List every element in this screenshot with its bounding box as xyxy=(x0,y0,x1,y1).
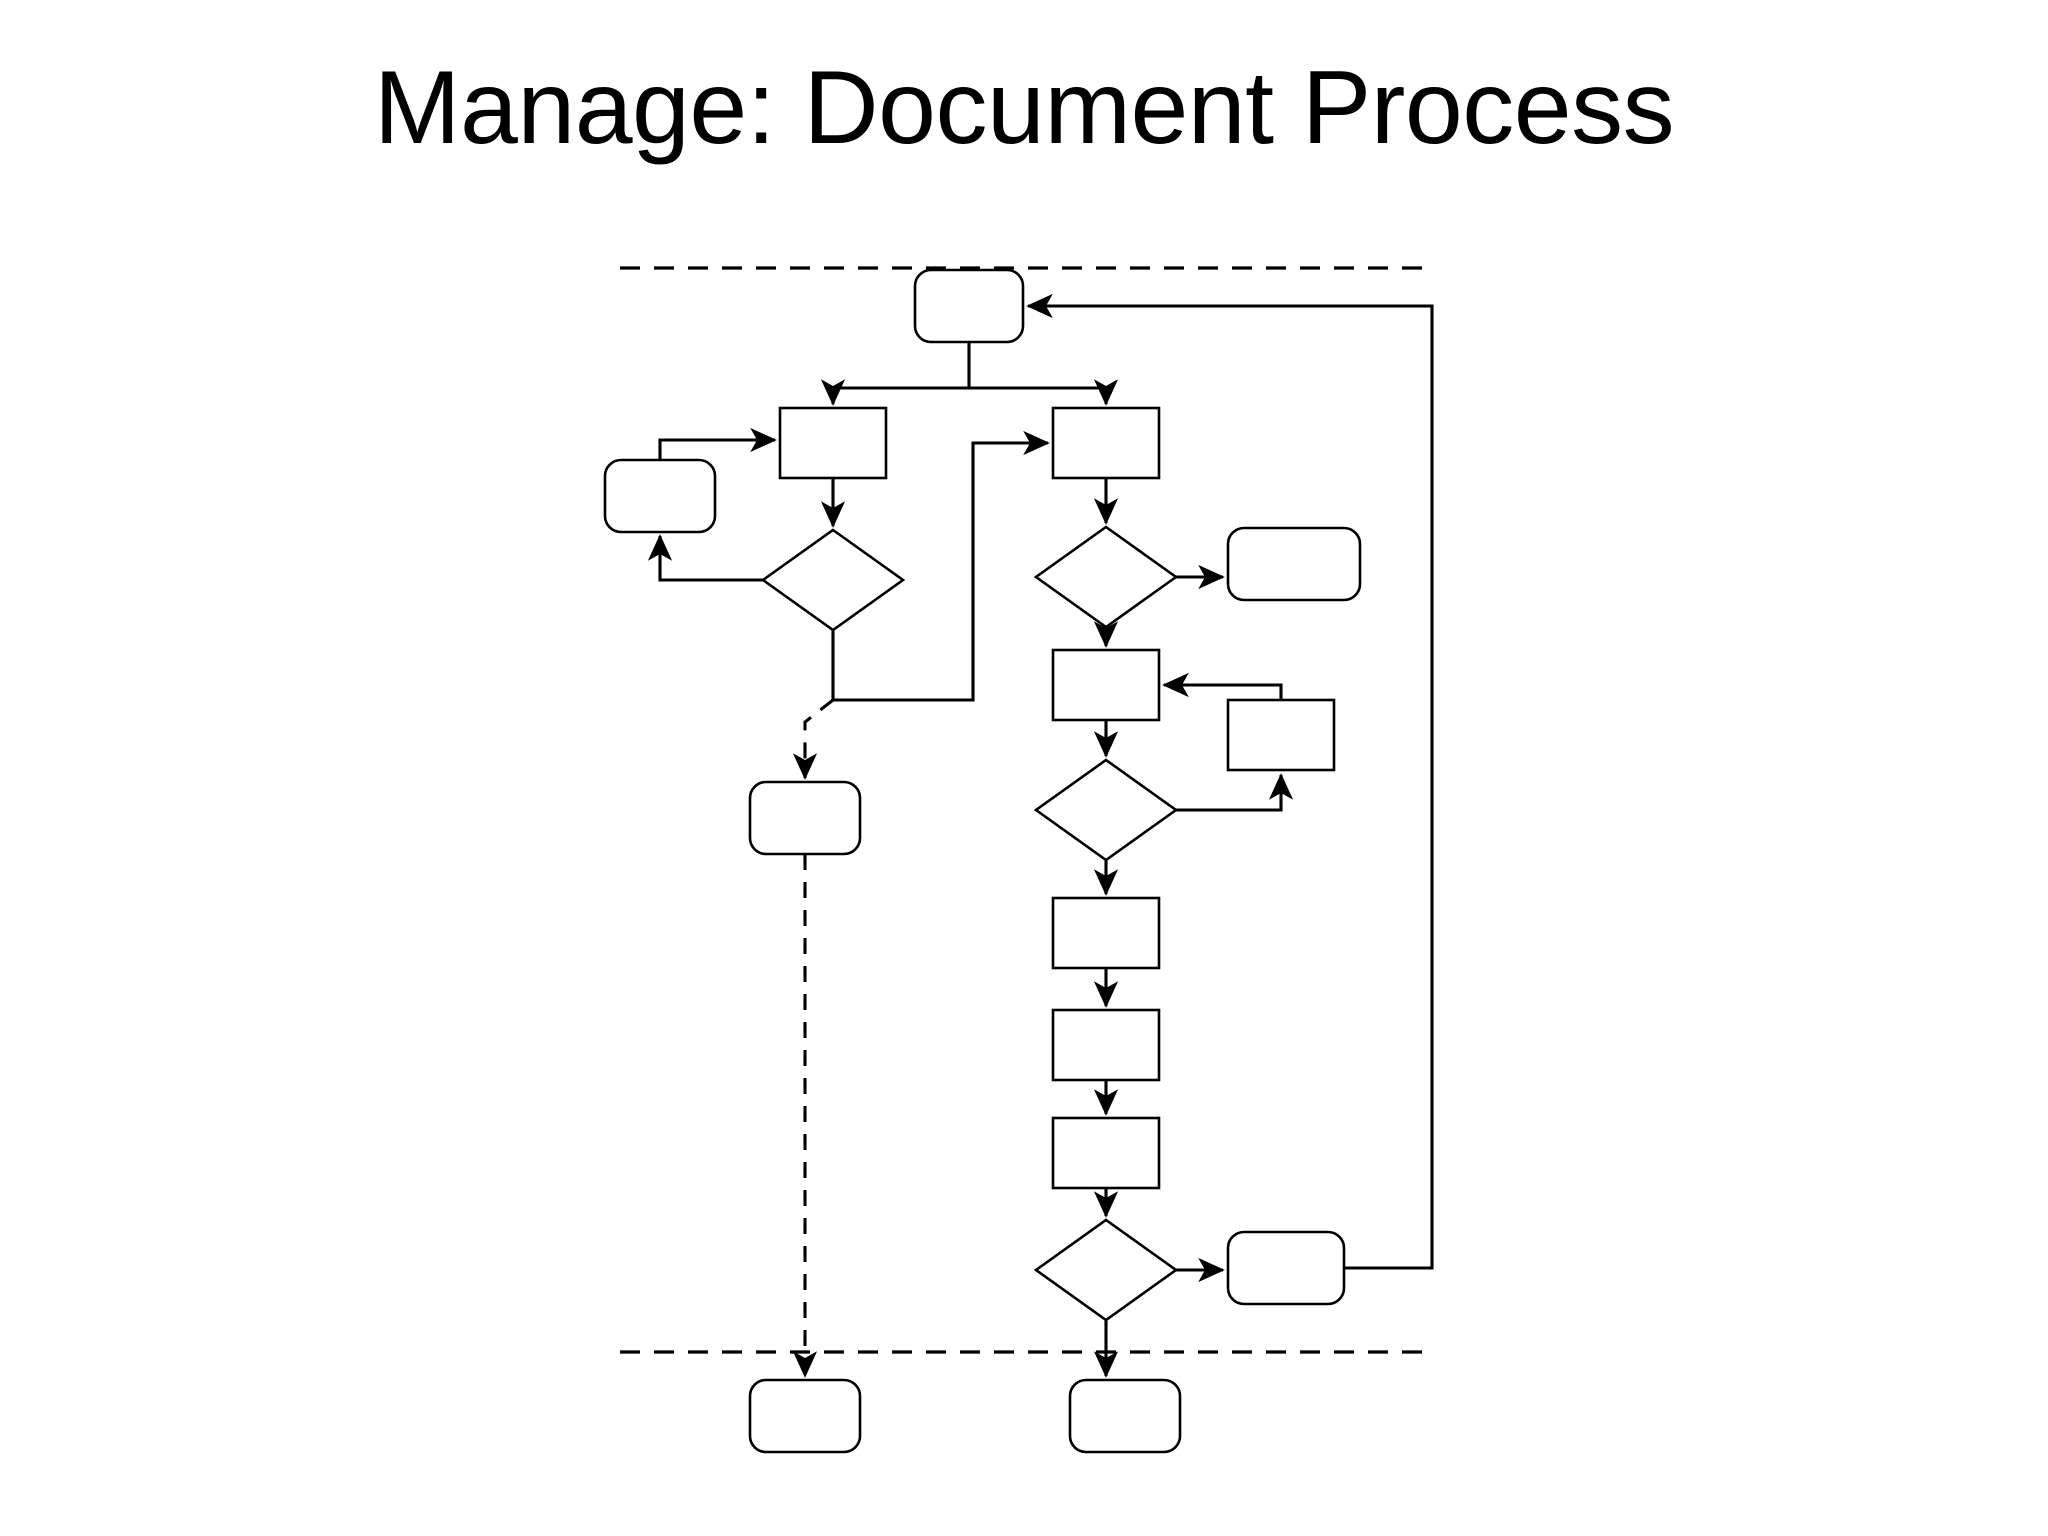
left-wait-node[interactable] xyxy=(603,458,717,534)
step-a-box[interactable] xyxy=(1051,896,1161,970)
right-terminal-node[interactable] xyxy=(1068,1378,1182,1454)
step-b-box[interactable] xyxy=(1051,1008,1161,1082)
rework-task-box[interactable] xyxy=(1226,698,1336,772)
left-terminal-node[interactable] xyxy=(748,1378,862,1454)
edge-rework-to-review xyxy=(1162,672,1283,700)
review-decision-diamond[interactable] xyxy=(1033,758,1179,862)
right-exit-node[interactable] xyxy=(1226,526,1362,602)
edge-left-wait-to-left-task xyxy=(658,427,777,460)
edge-loopback-to-start xyxy=(1026,293,1434,1270)
left-task-box[interactable] xyxy=(778,406,888,480)
page-title: Manage: Document Process xyxy=(373,50,1675,166)
start-node[interactable] xyxy=(913,268,1025,344)
right-task-box[interactable] xyxy=(1051,406,1161,480)
edge-decision-to-rework xyxy=(1176,773,1294,812)
left-end-wait-node[interactable] xyxy=(748,780,862,856)
edge-decision-to-left-wait xyxy=(647,534,763,582)
final-decision-diamond[interactable] xyxy=(1033,1218,1179,1322)
review-task-box[interactable] xyxy=(1051,648,1161,722)
edge-decision-to-right-task xyxy=(831,430,1050,702)
edge-decision-to-end-wait xyxy=(792,698,834,780)
left-decision-diamond[interactable] xyxy=(760,528,906,632)
loopback-node[interactable] xyxy=(1226,1230,1346,1306)
right-decision-diamond[interactable] xyxy=(1033,525,1179,629)
step-c-box[interactable] xyxy=(1051,1116,1161,1190)
